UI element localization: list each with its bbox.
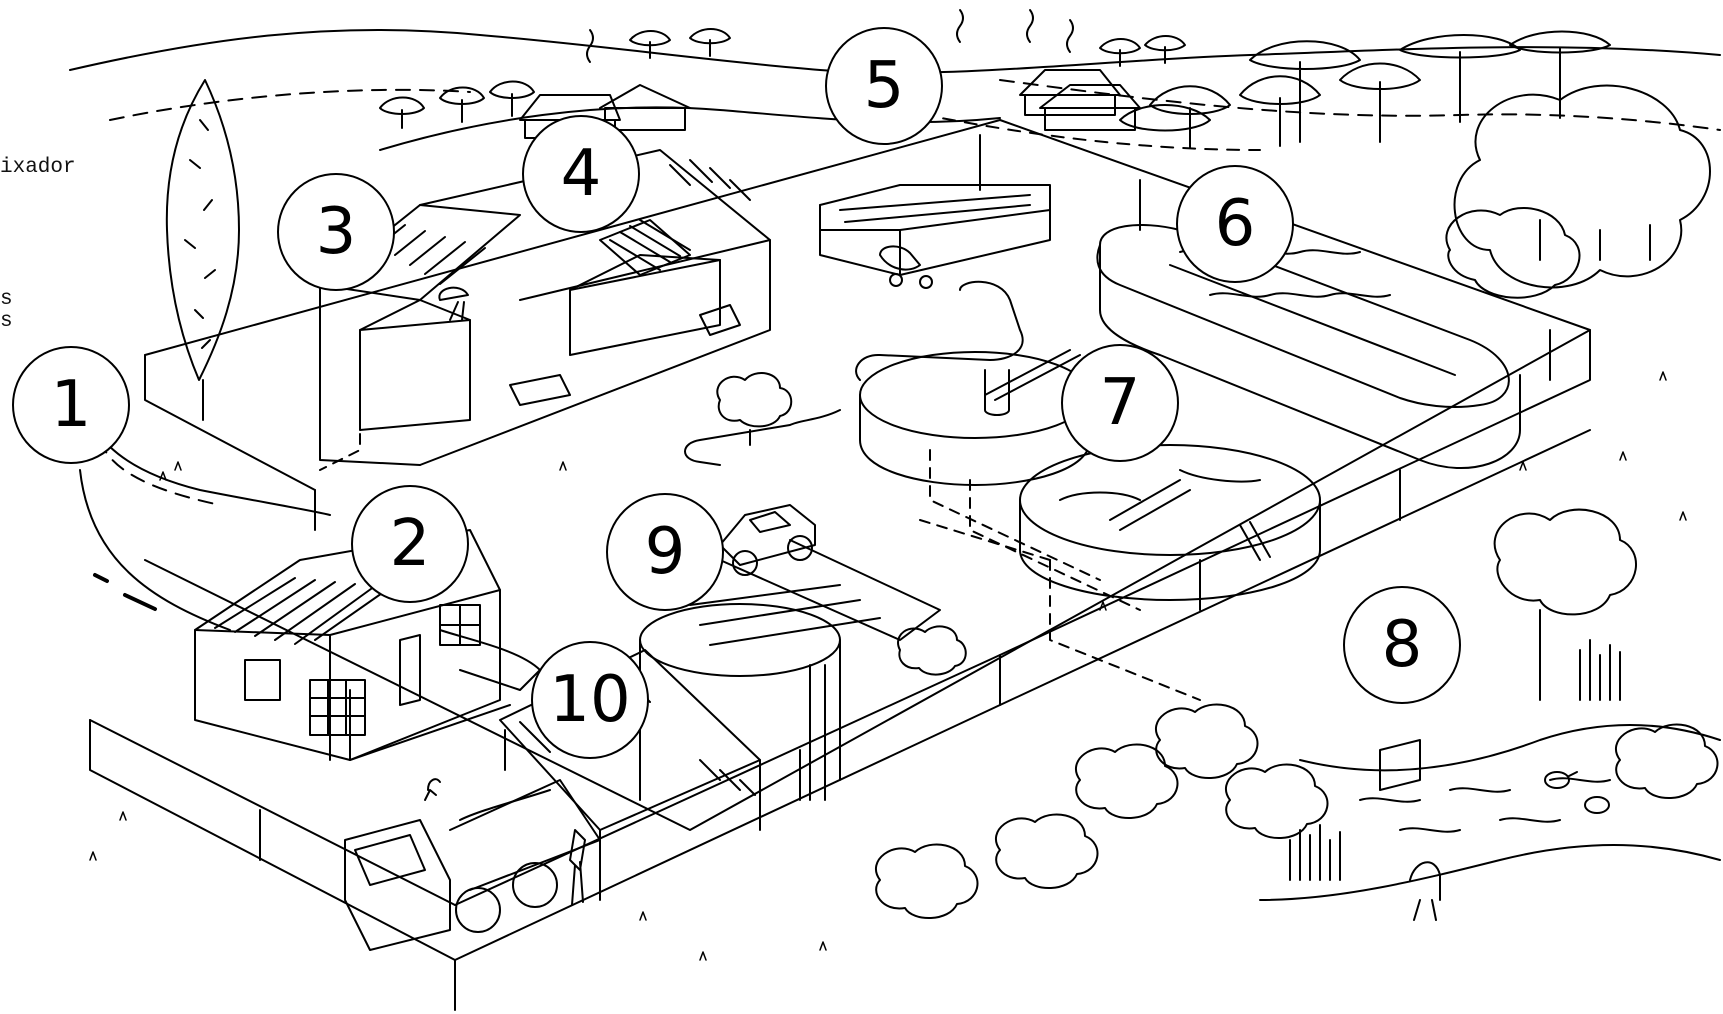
riverside-trees (874, 508, 1719, 920)
birds (1409, 771, 1610, 921)
digester-tank (639, 584, 881, 801)
courtyard-bushes (716, 372, 967, 676)
grass-tufts (89, 371, 1687, 961)
label-4: 4 (522, 115, 640, 233)
cutoff-text-line2: s (0, 288, 13, 311)
poplar-tree (165, 79, 240, 421)
label-8: 8 (1343, 586, 1461, 704)
label-5: 5 (825, 27, 943, 145)
river (1259, 724, 1721, 901)
label-3: 3 (277, 173, 395, 291)
right-tree-cluster (1445, 84, 1711, 299)
car (719, 504, 816, 576)
label-1: 1 (12, 346, 130, 464)
back-fence (979, 134, 1551, 381)
label-6: 6 (1176, 165, 1294, 283)
cutoff-text-line3: s (0, 310, 13, 333)
site-platform (89, 119, 1591, 1011)
surface-pipes (439, 280, 1024, 691)
basin-unit-5 (819, 184, 1051, 289)
distant-trees (379, 28, 1611, 149)
admin-building (194, 529, 511, 761)
dump-truck (344, 778, 601, 951)
reeds (1289, 639, 1621, 881)
label-10: 10 (531, 641, 649, 759)
aeration-tank (1096, 224, 1521, 469)
label-9: 9 (606, 493, 724, 611)
cutoff-text-line1: ixador (0, 156, 76, 179)
underground-pipes (319, 379, 1201, 701)
label-2: 2 (351, 485, 469, 603)
label-7: 7 (1061, 344, 1179, 462)
